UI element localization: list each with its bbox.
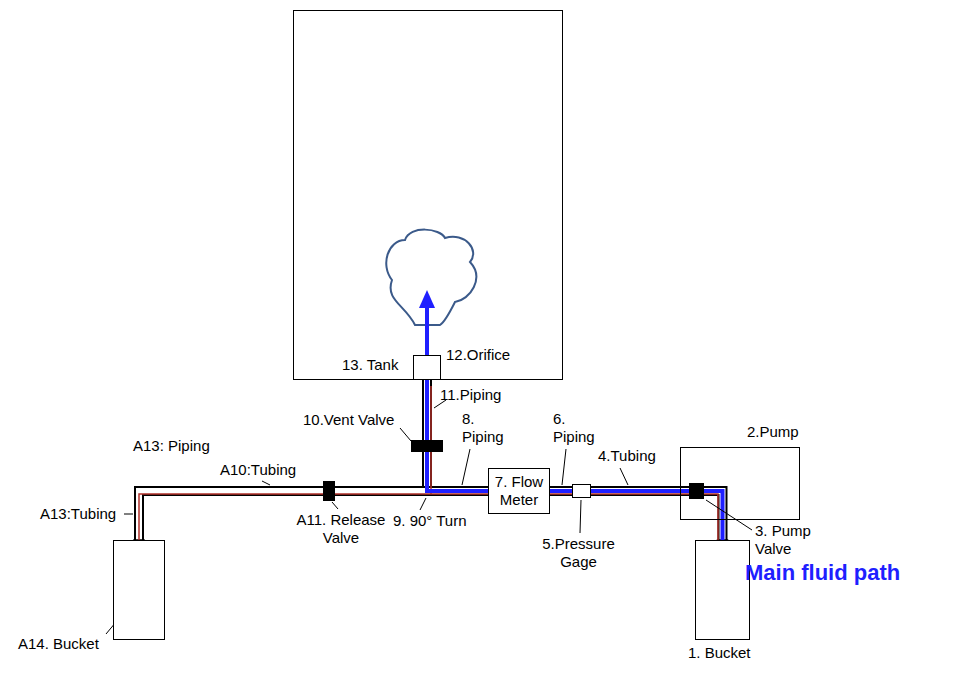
part-label: 11.Piping: [440, 386, 501, 404]
bucket-box: 1. Bucket: [695, 540, 750, 640]
node-label: 12.Orifice: [446, 346, 510, 364]
release-flow-line: [139, 494, 718, 590]
flow-meter-box: 7. Flow Meter: [488, 468, 550, 514]
main-flow-arrowhead: [419, 290, 435, 308]
tank-box: 13. Tank: [293, 10, 563, 380]
part-label: 10.Vent Valve: [303, 411, 394, 429]
fluid-plume: [386, 230, 476, 325]
node-label: 13. Tank: [342, 356, 398, 374]
release-valve: [323, 481, 335, 501]
part-label: 6. Piping: [553, 410, 597, 446]
pump-valve: [689, 483, 704, 499]
part-label: 3. Pump Valve: [755, 522, 817, 558]
node-label: A14. Bucket: [18, 635, 99, 653]
part-label: 8. Piping: [462, 410, 506, 446]
pressure-gage-box: 5.Pressure Gage: [572, 484, 591, 498]
path-caption: Main fluid path: [745, 560, 900, 586]
part-label: 4.Tubing: [598, 447, 656, 465]
part-label: 9. 90° Turn: [393, 512, 467, 530]
part-label: A10:Tubing: [220, 461, 296, 479]
leader-lines: [106, 400, 752, 634]
node-label: 2.Pump: [747, 423, 799, 441]
vent-valve: [411, 440, 443, 452]
bucket-pipe-stub: [134, 540, 728, 592]
pump-box: 2.Pump: [680, 447, 800, 520]
bucket-box: A14. Bucket: [113, 540, 165, 640]
node-label: 5.Pressure Gage: [536, 535, 621, 571]
orifice-box: 12.Orifice: [413, 355, 441, 380]
node-label: 7. Flow Meter: [489, 470, 549, 512]
node-label: 1. Bucket: [688, 644, 751, 662]
main-flow-line: [427, 306, 723, 592]
part-label: A13: Piping: [133, 437, 210, 455]
part-label: A13:Tubing: [40, 505, 116, 523]
part-label: A11. Release Valve: [292, 511, 390, 547]
